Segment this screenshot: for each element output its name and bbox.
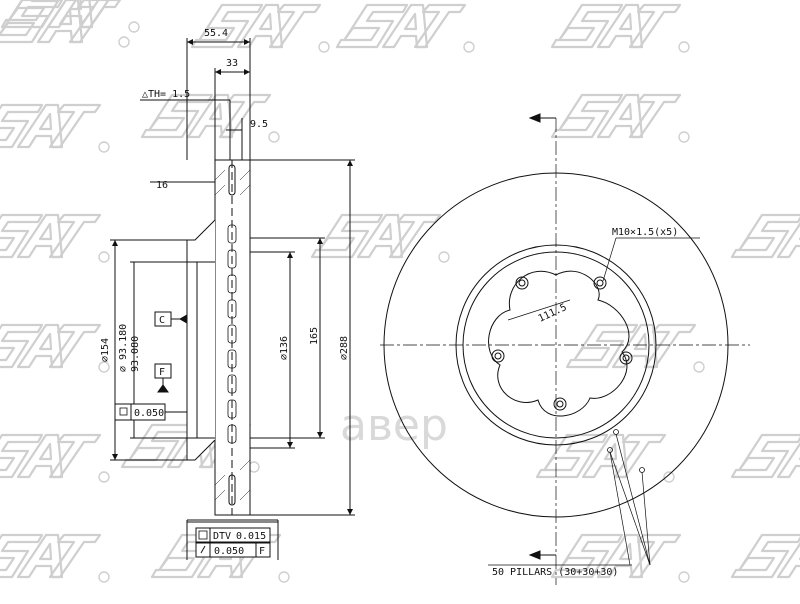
side-view-labels: 55.4 33 △TH= 1.5 9.5 16 ⌀154 ⌀ 93.180 93… xyxy=(100,28,350,557)
thread-note: M10×1.5(x5) xyxy=(612,227,678,238)
runout-datum: F xyxy=(259,546,265,557)
datum-f: F xyxy=(159,367,165,378)
pillars-note: 50 PILLARS (30+30+30) xyxy=(492,567,618,578)
dim-dia-288: ⌀288 xyxy=(339,336,350,360)
dim-total-width: 55.4 xyxy=(204,28,228,39)
dim-dia-136: ⌀136 xyxy=(279,336,290,360)
dim-dia-93-lower: 93.080 xyxy=(130,336,141,372)
dtv-label: DTV xyxy=(213,531,231,542)
watermark-layer xyxy=(0,0,800,584)
flatness-value: 0.050 xyxy=(134,408,164,419)
dim-thickness: 16 xyxy=(156,180,168,191)
dim-hat-width: 33 xyxy=(226,58,238,69)
front-view xyxy=(380,113,750,585)
runout-value: 0.050 xyxy=(214,546,244,557)
dim-dia-165: 165 xyxy=(309,327,320,345)
dim-flange: 9.5 xyxy=(250,119,268,130)
dim-dia-93-upper: ⌀ 93.180 xyxy=(118,324,129,372)
dim-th: △TH= 1.5 xyxy=(142,89,190,100)
side-view xyxy=(110,38,355,560)
brand-watermark: авер xyxy=(340,400,448,451)
datum-c: C xyxy=(159,315,165,326)
dtv-value: 0.015 xyxy=(236,531,266,542)
dim-dia-154: ⌀154 xyxy=(100,338,111,362)
